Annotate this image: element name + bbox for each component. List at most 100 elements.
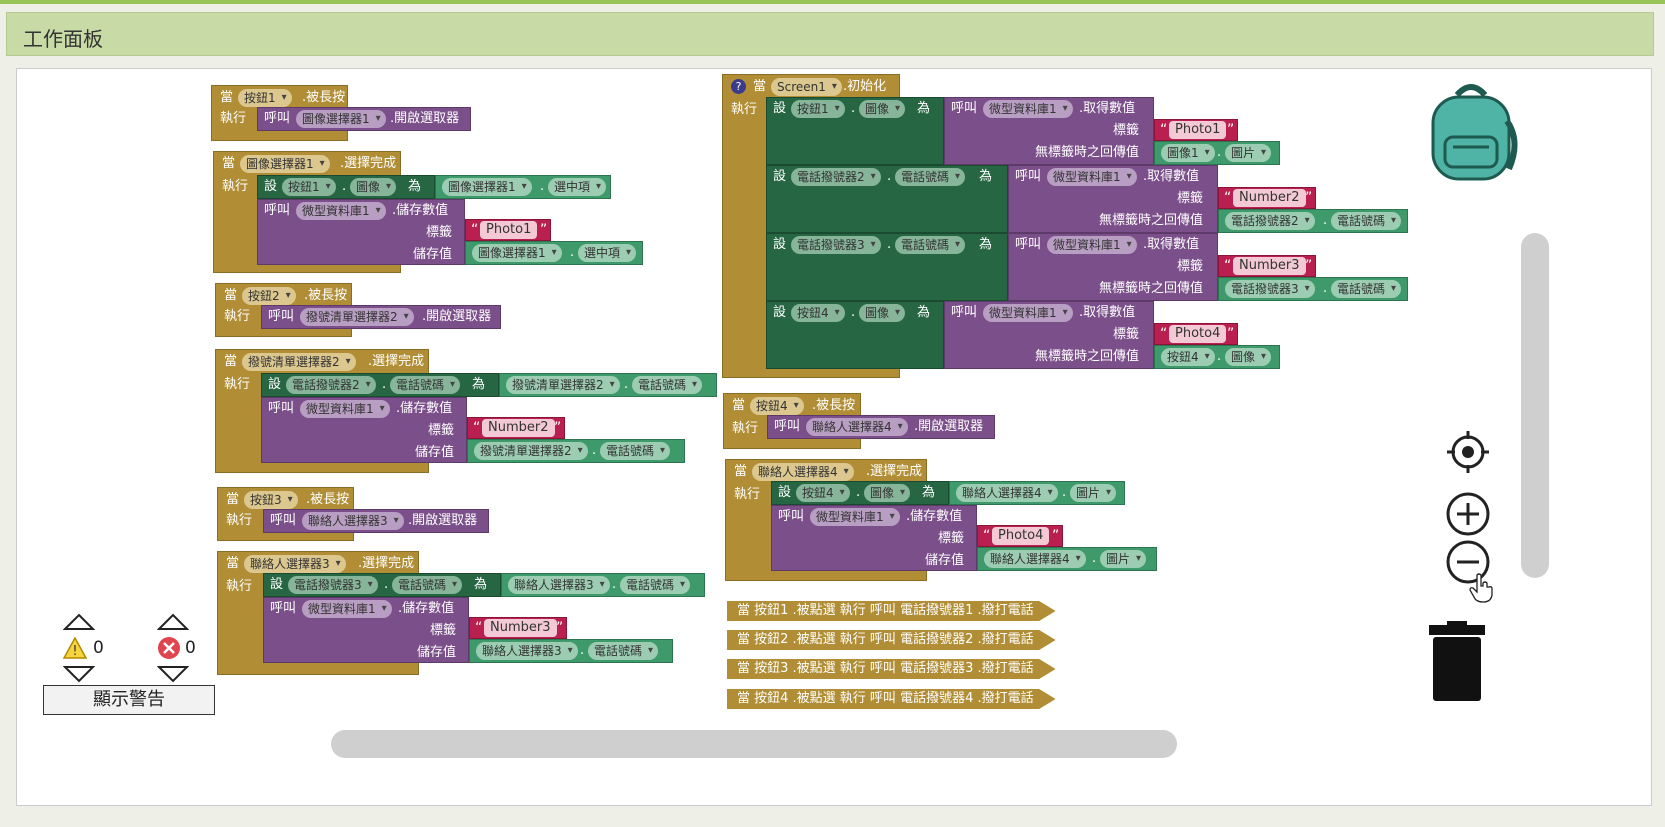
target-dropdown[interactable]: 聯絡人選擇器3	[302, 512, 404, 530]
text-value[interactable]: Number2	[1233, 189, 1306, 207]
set-block[interactable]: 設 電話撥號器3 . 電話號碼 為	[263, 573, 501, 597]
text-block[interactable]: “ Number2 ”	[1218, 187, 1316, 209]
collapsed-block[interactable]: 當 按鈕3 .被點選 執行 呼叫 電話撥號器3 .撥打電話	[727, 659, 1056, 679]
db-dropdown[interactable]: 微型資料庫1	[810, 508, 900, 526]
val-comp-dropdown[interactable]: 圖像選擇器1	[472, 244, 562, 262]
comp-dropdown[interactable]: 按鈕4	[791, 304, 845, 322]
db-dropdown[interactable]: 微型資料庫1	[1047, 168, 1137, 186]
text-block[interactable]: “ Number2 ”	[467, 417, 565, 439]
call-get-block[interactable]: 呼叫 微型資料庫1 .取得數值 標籤 無標籤時之回傳值	[1008, 165, 1218, 233]
blocks-workspace[interactable]: 當 按鈕1 .被長按 執行 呼叫 圖像選擇器1 .開啟選取器 當 圖像選擇器1 …	[16, 68, 1652, 806]
getter-block[interactable]: 聯絡人選擇器4 . 圖片	[977, 547, 1157, 571]
val-comp-dropdown[interactable]: 聯絡人選擇器3	[476, 642, 578, 660]
src-comp-dropdown[interactable]: 聯絡人選擇器4	[956, 484, 1058, 502]
text-value[interactable]: Photo1	[480, 221, 538, 239]
comp-dropdown[interactable]: 按鈕1	[282, 178, 336, 196]
plus-icon[interactable]	[1445, 491, 1491, 537]
collapsed-block[interactable]: 當 按鈕2 .被點選 執行 呼叫 電話撥號器2 .撥打電話	[727, 630, 1056, 650]
src-prop-dropdown[interactable]: 電話號碼	[632, 376, 703, 394]
getter-block[interactable]: 撥號清單選擇器2 . 電話號碼	[467, 439, 685, 463]
set-block[interactable]: 設 按鈕1 . 圖像 為	[257, 175, 435, 199]
help-icon[interactable]: ?	[731, 79, 746, 94]
call-get-block[interactable]: 呼叫 微型資料庫1 .取得數值 標籤 無標籤時之回傳值	[944, 97, 1154, 165]
comp-dropdown[interactable]: 電話撥號器3	[791, 236, 881, 254]
call-block[interactable]: 呼叫 聯絡人選擇器3 .開啟選取器	[263, 509, 489, 533]
component-dropdown[interactable]: 按鈕2	[242, 287, 296, 305]
component-dropdown[interactable]: 按鈕3	[244, 491, 298, 509]
def-comp-dropdown[interactable]: 按鈕4	[1161, 348, 1215, 366]
target-icon[interactable]	[1445, 429, 1491, 475]
error-prev-arrow[interactable]	[156, 613, 190, 631]
comp-dropdown[interactable]: 電話撥號器2	[791, 168, 881, 186]
prop-dropdown[interactable]: 電話號碼	[392, 576, 463, 594]
call-store-block[interactable]: 呼叫 微型資料庫1 .儲存數值 標籤 儲存值	[261, 397, 467, 463]
prop-dropdown[interactable]: 圖像	[864, 484, 911, 502]
vertical-scrollbar[interactable]	[1521, 233, 1549, 578]
component-dropdown[interactable]: 撥號清單選擇器2	[242, 353, 356, 371]
src-prop-dropdown[interactable]: 選中項	[548, 178, 607, 196]
text-block[interactable]: “ Photo1 ”	[465, 219, 551, 241]
comp-dropdown[interactable]: 電話撥號器2	[286, 376, 376, 394]
src-prop-dropdown[interactable]: 圖片	[1070, 484, 1117, 502]
set-block[interactable]: 設 電話撥號器2 . 電話號碼 為	[261, 373, 499, 397]
def-comp-dropdown[interactable]: 電話撥號器3	[1225, 280, 1315, 298]
val-prop-dropdown[interactable]: 圖片	[1100, 550, 1147, 568]
error-next-arrow[interactable]	[156, 665, 190, 683]
component-dropdown[interactable]: 聯絡人選擇器4	[752, 463, 854, 481]
call-store-block[interactable]: 呼叫 微型資料庫1 .儲存數值 標籤 儲存值	[257, 199, 465, 265]
warning-prev-arrow[interactable]	[62, 613, 96, 631]
call-get-block[interactable]: 呼叫 微型資料庫1 .取得數值 標籤 無標籤時之回傳值	[944, 301, 1154, 369]
src-comp-dropdown[interactable]: 聯絡人選擇器3	[508, 576, 610, 594]
horizontal-scrollbar[interactable]	[331, 730, 1177, 758]
trash-icon[interactable]	[1425, 621, 1489, 703]
component-dropdown[interactable]: Screen1	[771, 78, 842, 96]
getter-block[interactable]: 圖像選擇器1 . 選中項	[435, 175, 611, 199]
target-dropdown[interactable]: 圖像選擇器1	[296, 110, 386, 128]
db-dropdown[interactable]: 微型資料庫1	[1047, 236, 1137, 254]
db-dropdown[interactable]: 微型資料庫1	[296, 202, 386, 220]
text-value[interactable]: Number2	[482, 419, 555, 437]
def-prop-dropdown[interactable]: 電話號碼	[1331, 212, 1402, 230]
text-block[interactable]: “ Photo1 ”	[1154, 119, 1238, 141]
prop-dropdown[interactable]: 電話號碼	[390, 376, 461, 394]
def-prop-dropdown[interactable]: 圖片	[1225, 144, 1272, 162]
text-value[interactable]: Photo4	[992, 527, 1050, 545]
comp-dropdown[interactable]: 按鈕4	[796, 484, 850, 502]
text-block[interactable]: “ Photo4 ”	[1154, 323, 1238, 345]
prop-dropdown[interactable]: 圖像	[859, 100, 906, 118]
val-prop-dropdown[interactable]: 電話號碼	[588, 642, 659, 660]
comp-dropdown[interactable]: 電話撥號器3	[288, 576, 378, 594]
call-block[interactable]: 呼叫 聯絡人選擇器4 .開啟選取器	[767, 415, 995, 439]
collapsed-block[interactable]: 當 按鈕4 .被點選 執行 呼叫 電話撥號器4 .撥打電話	[727, 689, 1056, 709]
getter-block[interactable]: 聯絡人選擇器3 . 電話號碼	[469, 639, 673, 663]
def-prop-dropdown[interactable]: 電話號碼	[1331, 280, 1402, 298]
text-block[interactable]: “ Photo4 ”	[977, 525, 1063, 547]
target-dropdown[interactable]: 聯絡人選擇器4	[806, 418, 908, 436]
set-block[interactable]: 設 電話撥號器2 . 電話號碼 為	[766, 165, 1008, 233]
call-block[interactable]: 呼叫 圖像選擇器1 .開啟選取器	[257, 107, 471, 131]
show-warnings-button[interactable]: 顯示警告	[43, 685, 215, 715]
val-comp-dropdown[interactable]: 聯絡人選擇器4	[984, 550, 1086, 568]
getter-block[interactable]: 圖像選擇器1 . 選中項	[465, 241, 643, 265]
getter-block[interactable]: 聯絡人選擇器3 . 電話號碼	[501, 573, 705, 597]
prop-dropdown[interactable]: 電話號碼	[895, 236, 966, 254]
target-dropdown[interactable]: 撥號清單選擇器2	[300, 308, 414, 326]
val-prop-dropdown[interactable]: 選中項	[578, 244, 637, 262]
text-block[interactable]: “ Number3 ”	[469, 617, 567, 639]
getter-block[interactable]: 聯絡人選擇器4 . 圖片	[949, 481, 1125, 505]
component-dropdown[interactable]: 圖像選擇器1	[240, 155, 330, 173]
call-store-block[interactable]: 呼叫 微型資料庫1 .儲存數值 標籤 儲存值	[771, 505, 977, 571]
db-dropdown[interactable]: 微型資料庫1	[983, 100, 1073, 118]
def-comp-dropdown[interactable]: 電話撥號器2	[1225, 212, 1315, 230]
call-get-block[interactable]: 呼叫 微型資料庫1 .取得數值 標籤 無標籤時之回傳值	[1008, 233, 1218, 301]
def-prop-dropdown[interactable]: 圖像	[1225, 348, 1272, 366]
component-dropdown[interactable]: 按鈕1	[238, 89, 292, 107]
getter-block[interactable]: 電話撥號器2 . 電話號碼	[1218, 209, 1408, 233]
component-dropdown[interactable]: 聯絡人選擇器3	[244, 555, 346, 573]
minus-icon[interactable]	[1445, 539, 1491, 585]
getter-block[interactable]: 圖像1 . 圖片	[1154, 141, 1280, 165]
text-value[interactable]: Number3	[1233, 257, 1306, 275]
db-dropdown[interactable]: 微型資料庫1	[300, 400, 390, 418]
text-block[interactable]: “ Number3 ”	[1218, 255, 1316, 277]
warning-next-arrow[interactable]	[62, 665, 96, 683]
